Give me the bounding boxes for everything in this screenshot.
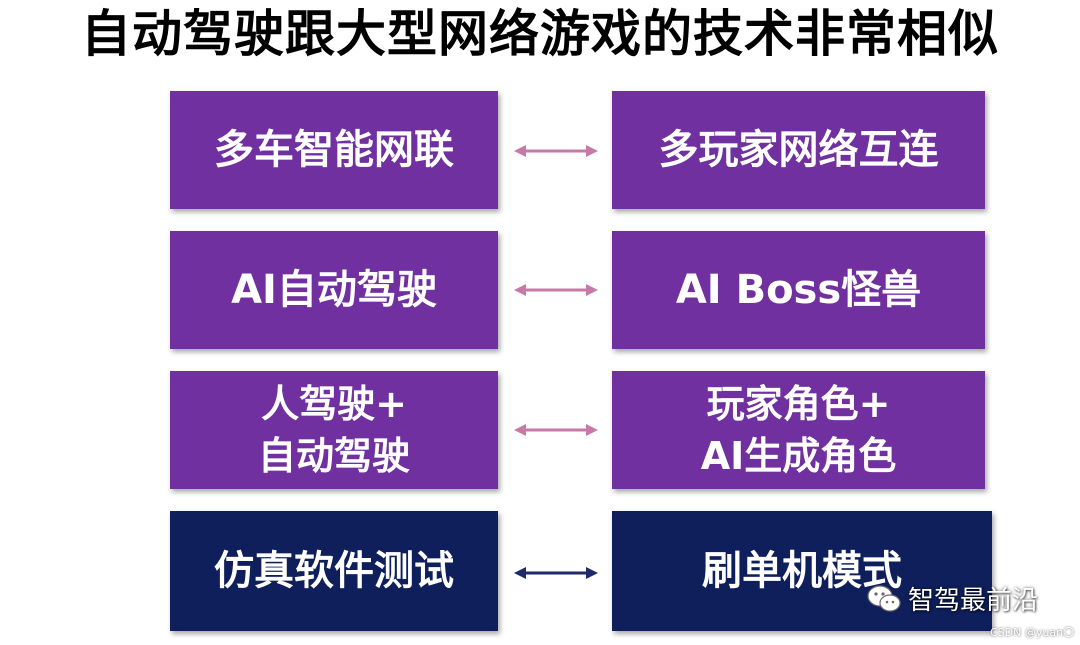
watermark-text: 智驾最前沿	[908, 586, 1039, 616]
right-box-1: 多玩家网络互连	[612, 91, 985, 209]
right-box-4: 刷单机模式	[612, 511, 992, 631]
right-box-2-text: AI Boss怪兽	[675, 267, 922, 313]
left-box-2: AI自动驾驶	[170, 231, 498, 349]
double-arrow-icon-4	[514, 567, 598, 579]
right-box-3-line-1: 玩家角色+	[706, 382, 891, 426]
double-arrow-icon-3	[514, 424, 598, 436]
watermark: 智驾最前沿	[866, 580, 1038, 617]
left-box-2-text: AI自动驾驶	[231, 267, 437, 313]
right-box-1-text: 多玩家网络互连	[658, 127, 939, 173]
left-box-3-line-1: 人驾驶+	[261, 382, 407, 426]
page-title: 自动驾驶跟大型网络游戏的技术非常相似	[81, 5, 999, 63]
right-box-2: AI Boss怪兽	[612, 231, 985, 349]
right-box-3-line-2: AI生成角色	[700, 434, 897, 478]
left-box-1: 多车智能网联	[170, 91, 498, 209]
left-box-1-text: 多车智能网联	[214, 127, 454, 173]
double-arrow-icon-1	[514, 145, 598, 157]
left-box-3: 人驾驶+ 自动驾驶	[170, 371, 498, 489]
csdn-credit: CSDN @yuan〇	[990, 626, 1075, 639]
left-box-4-text: 仿真软件测试	[214, 548, 454, 594]
wechat-icon	[867, 584, 901, 612]
right-box-3: 玩家角色+ AI生成角色	[612, 371, 985, 489]
right-box-4-text: 刷单机模式	[702, 548, 902, 594]
left-box-4: 仿真软件测试	[170, 511, 498, 631]
left-box-3-line-2: 自动驾驶	[257, 434, 410, 478]
double-arrow-icon-2	[514, 284, 598, 296]
